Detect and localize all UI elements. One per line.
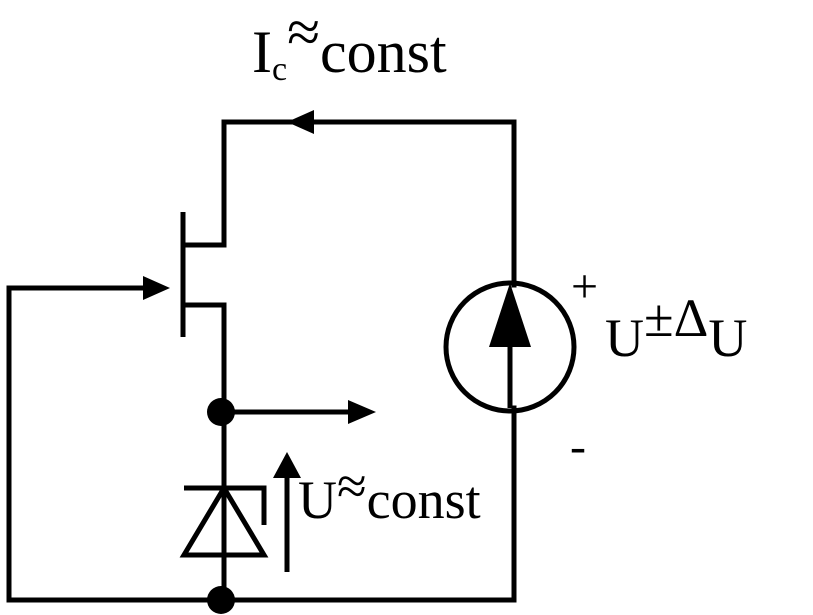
current-arrow — [287, 110, 314, 134]
top-wire — [221, 119, 517, 248]
zener-label: U≈const — [298, 456, 481, 530]
zener-symbol: U — [298, 470, 337, 530]
zener-voltage-arrow-head — [273, 452, 301, 478]
voltage-source-arrow-head — [489, 283, 531, 347]
bottom-wire — [6, 285, 517, 603]
current-relation: ≈ — [287, 0, 320, 65]
current-symbol: I — [252, 19, 272, 85]
source-pm: ± — [644, 288, 674, 348]
output-arrow — [348, 400, 376, 424]
source-label: U±ΔU — [605, 288, 747, 368]
source-symbol-2: U — [708, 308, 747, 368]
zener-bar — [184, 485, 267, 525]
source-symbol: U — [605, 308, 644, 368]
source-minus: - — [570, 420, 586, 473]
source-plus: + — [571, 260, 598, 313]
transistor-symbol — [180, 212, 224, 337]
current-subscript: c — [272, 51, 287, 88]
wires — [6, 119, 517, 603]
zener-triangle — [179, 483, 269, 558]
junction-dot-upper — [207, 398, 235, 426]
current-label: Ic≈const — [252, 0, 447, 88]
current-value: const — [320, 19, 447, 85]
zener-diode — [179, 483, 269, 558]
source-delta: Δ — [674, 288, 709, 348]
zener-relation: ≈ — [337, 456, 367, 516]
junction-dot-lower — [207, 586, 235, 614]
zener-value: const — [367, 470, 481, 530]
gate-arrow — [143, 276, 170, 300]
